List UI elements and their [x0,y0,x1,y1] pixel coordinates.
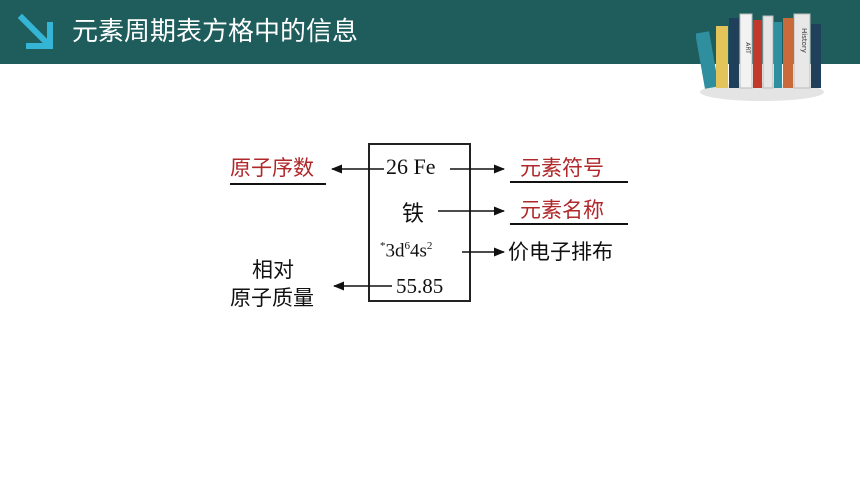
book-label-art: ART [744,42,751,54]
books-illustration: ART History [696,13,824,101]
label-element-name: 元素名称 [520,198,604,222]
page-title: 元素周期表方格中的信息 [72,17,359,47]
label-relative-mass-line1: 相对 [252,258,294,282]
underline-element-symbol [510,181,628,183]
book-label-history: History [800,28,808,53]
underline-element-name [510,223,628,225]
element-chinese-name: 铁 [402,202,425,227]
config-star: * [380,240,386,252]
label-relative-mass-line2: 原子质量 [230,286,314,310]
electron-configuration: *3d64s2 [380,240,432,262]
diagonal-arrow-icon [17,13,53,49]
underline-atomic-number [230,183,326,185]
label-atomic-number: 原子序数 [230,156,314,180]
config-part1: 3d [385,240,405,262]
label-valence-config: 价电子排布 [508,240,613,264]
element-box [368,143,471,302]
config-part2: 4s [410,240,427,262]
config-exp1: 6 [404,240,411,252]
relative-atomic-mass: 55.85 [396,274,444,298]
atomic-number-symbol: 26 Fe [386,154,436,179]
config-exp2: 2 [426,240,433,252]
label-element-symbol: 元素符号 [520,156,604,180]
header-bar: 元素周期表方格中的信息 ART History [0,0,860,101]
